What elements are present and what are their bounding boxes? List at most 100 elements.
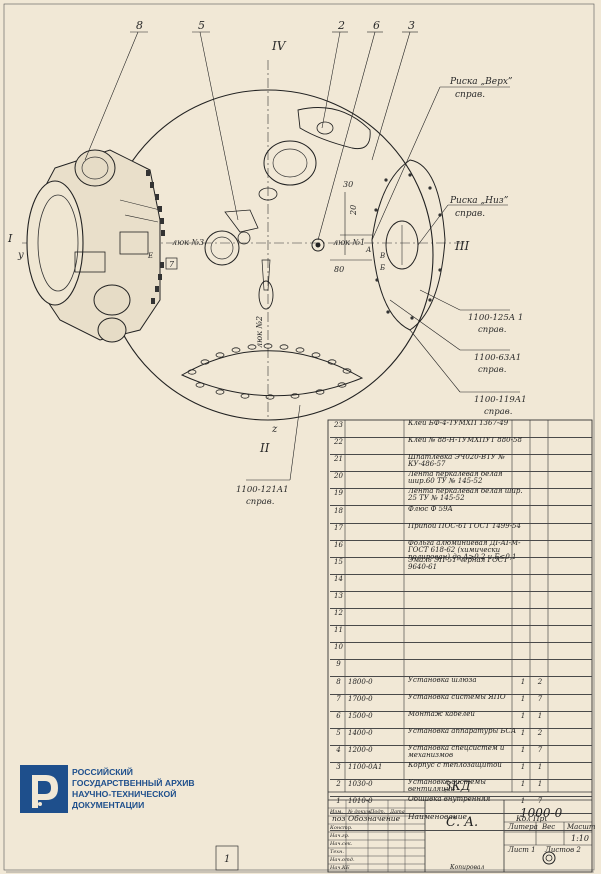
ref-63-s: справ. <box>478 365 506 375</box>
table-cell-pos: 14 <box>334 574 343 583</box>
table-cell-note: 7 <box>537 745 543 754</box>
table-cell-name: Клей № 88-Н-ТУМХПУТ 880-58 <box>408 437 522 445</box>
ref-125-s: справ. <box>478 325 506 335</box>
ref-63: 1100-63А1 <box>474 353 521 363</box>
table-cell-name: Монтаж кабелей <box>408 710 475 718</box>
table-cell-des: 1200-0 <box>348 745 373 754</box>
table-row: 14 <box>330 574 592 592</box>
table-cell-pos: 13 <box>334 592 343 600</box>
table-cell-name: Обшивка внутренняя <box>408 796 491 804</box>
sign-row-0: Констр. <box>330 825 353 831</box>
table-cell-name: Припой ПОС-61 ГОСТ 1499-54 <box>408 522 521 530</box>
table-cell-name: Лента перкалевая белая шир.60 ТУ № 145-5… <box>408 471 503 486</box>
table-cell-des: 1030-0 <box>348 780 373 789</box>
ves-label: Вес <box>542 823 556 831</box>
sign-col-0: Изм. <box>330 809 343 815</box>
bottom-ring <box>180 343 364 400</box>
table-cell-qty: 1 <box>520 745 526 754</box>
table-cell-name: Флюс Ф 59А <box>408 505 453 513</box>
table-cell-des: 1500-0 <box>348 711 373 720</box>
sign-row-4: Нач.отд. <box>330 857 355 863</box>
bottom-mark: 1 <box>224 854 230 865</box>
archive-logo: РОССИЙСКИЙ ГОСУДАРСТВЕННЫЙ АРХИВ НАУЧНО-… <box>20 765 220 815</box>
table-cell-name: Шпатлевка ЭЧ020-ВТУ № КУ-486-57 <box>408 454 505 469</box>
table-cell-note: 2 <box>537 677 543 686</box>
axis-z: z <box>271 424 278 435</box>
table-cell-pos: 6 <box>336 711 341 720</box>
table-cell-note: 7 <box>537 797 543 806</box>
sign-row-3: Техн. <box>330 849 344 855</box>
ref-125: 1100-125А 1 <box>468 313 523 323</box>
table-row: 18 Флюс Ф 59А <box>330 506 592 524</box>
table-cell-name: Клей БФ-4-ТУМХП 1367-49 <box>408 420 509 427</box>
logo-line-2: ГОСУДАРСТВЕННЫЙ АРХИВ <box>72 778 195 788</box>
table-cell-des: 1010-0 <box>348 797 373 806</box>
table-cell-qty: 1 <box>520 797 526 806</box>
masht-label: Масшт <box>567 823 596 831</box>
callout-2: 2 <box>337 19 345 32</box>
ref-121-s: справ. <box>246 497 274 507</box>
mark-bottom-label: Риска „Низ” <box>449 196 509 206</box>
logo-line-3: НАУЧНО-ТЕХНИЧЕСКОЙ <box>72 789 177 799</box>
table-header-des: Обозначение <box>348 814 401 824</box>
table-header: поз.ОбозначениеНаименованиеКол.Примечани… <box>330 813 592 832</box>
table-header-name: Наименование <box>408 813 468 821</box>
table-cell-pos: 20 <box>334 472 343 481</box>
table-cell-note: 1 <box>537 763 543 771</box>
table-cell-name: Установка системы ЯПО <box>408 693 506 701</box>
title-code: 3КД <box>444 779 471 793</box>
table-row: 15 Эмаль ЭП-51-черная ГОСТ 9640-61 <box>330 557 592 575</box>
axis-y: у <box>17 250 24 261</box>
hatch-3-label: люк №3 <box>172 238 204 247</box>
mark-bottom-ref: справ. <box>455 209 485 219</box>
table-row: 20 Лента перкалевая белая шир.60 ТУ № 145… <box>330 471 592 490</box>
sign-row-2: Нач.сек. <box>330 841 353 847</box>
drawing-name: С. А. <box>446 815 479 830</box>
callout-6: 6 <box>373 19 380 32</box>
table-row: 9 <box>330 659 592 678</box>
sign-col-2: Подп. <box>370 809 386 815</box>
table-cell-name: Эмаль ЭП-51-черная ГОСТ 9640-61 <box>408 556 508 571</box>
table-cell-pos: 17 <box>334 523 343 532</box>
sheets-label: Листов 2 <box>545 846 581 854</box>
callout-8: 8 <box>136 19 143 32</box>
table-cell-name: Установка спецсистем и механизмов <box>408 744 505 759</box>
table-row: 1 1010-0 Обшивка внутренняя 1 7 <box>330 796 592 815</box>
axis-iii: III <box>454 239 469 253</box>
ref-119: 1100-119А1 <box>474 395 527 405</box>
mark-top-ref: справ. <box>455 90 485 100</box>
archive-logo-mark <box>20 765 68 813</box>
ref-121: 1100-121А1 <box>236 485 289 495</box>
table-cell-pos: 15 <box>334 557 343 566</box>
letter-a: А <box>365 246 371 254</box>
hatch-1-label: люк №1 <box>333 238 365 247</box>
table-cell-pos: 1 <box>336 797 341 806</box>
table-row: 11 <box>330 625 592 644</box>
table-row: 13 <box>330 591 592 610</box>
table-cell-qty: 1 <box>520 763 526 771</box>
table-cell-des: 1100-0А1 <box>348 763 383 771</box>
logo-line-4: ДОКУМЕНТАЦИИ <box>72 800 145 810</box>
litera-label: Литера <box>508 823 538 831</box>
dim-30: 30 <box>343 180 353 189</box>
table-cell-pos: 19 <box>334 489 343 498</box>
copy-note: Копировал <box>450 864 485 871</box>
table-row: 12 <box>330 608 592 627</box>
top-hatch <box>258 107 371 201</box>
hatch-3 <box>204 209 259 266</box>
callout-3: 3 <box>408 19 415 32</box>
table-cell-note: 1 <box>537 711 543 720</box>
table-cell-pos: 4 <box>336 745 341 754</box>
logo-line-1: РОССИЙСКИЙ <box>72 767 133 777</box>
table-cell-pos: 5 <box>336 728 341 737</box>
table-cell-qty: 1 <box>520 711 526 720</box>
table-cell-pos: 18 <box>334 506 343 515</box>
